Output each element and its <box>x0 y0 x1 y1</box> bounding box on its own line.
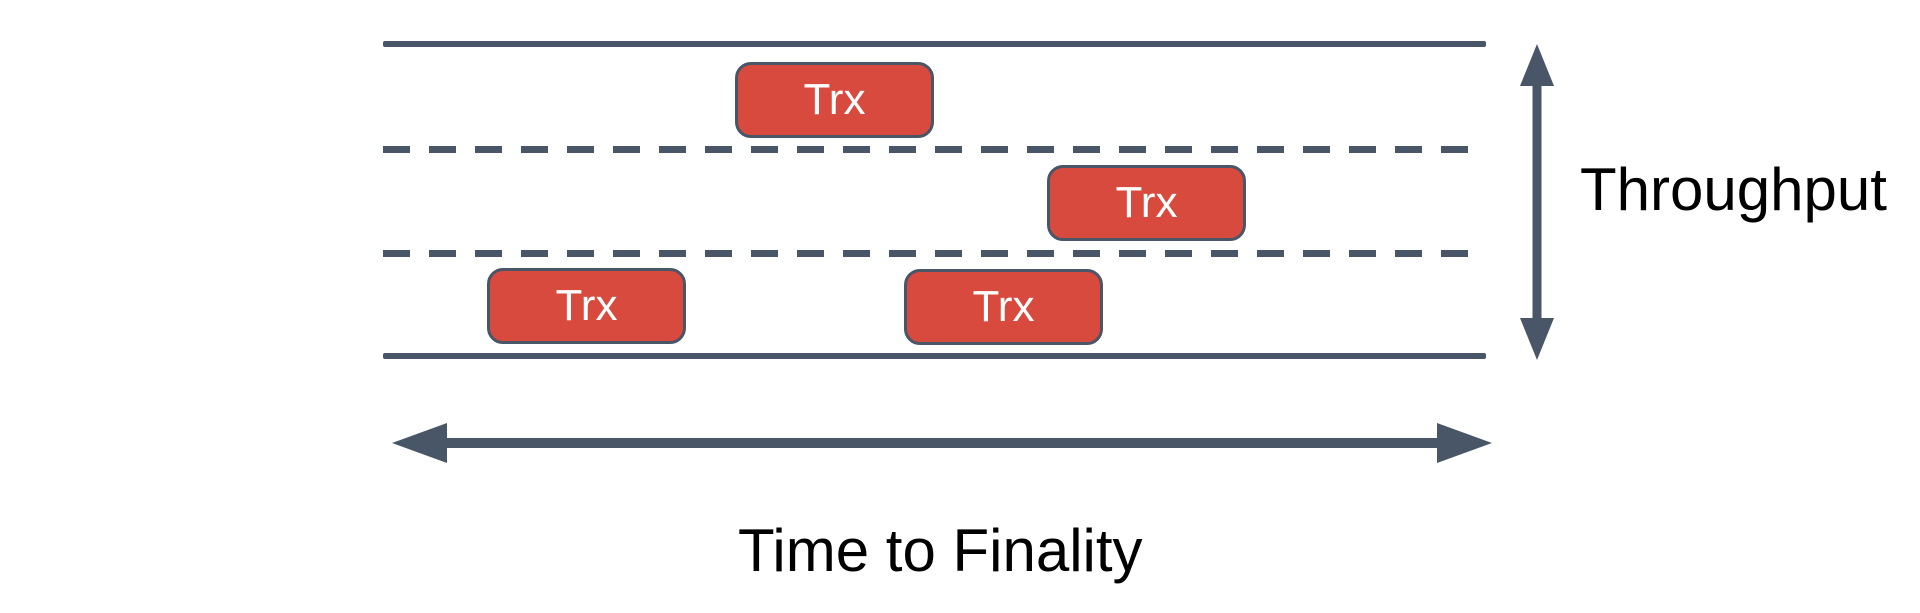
trx-box-middle-lane: Trx <box>1047 165 1246 241</box>
lane-divider-2 <box>383 250 1483 257</box>
trx-box-top-lane: Trx <box>735 62 934 138</box>
trx-box-bottom-lane-right: Trx <box>904 269 1103 345</box>
road-top-line <box>383 41 1486 47</box>
lane-divider-1 <box>383 146 1483 153</box>
road-bottom-line <box>383 353 1486 359</box>
trx-label: Trx <box>1115 178 1178 227</box>
throughput-axis-label: Throughput <box>1580 156 1887 223</box>
trx-label: Trx <box>555 281 618 330</box>
trx-label: Trx <box>803 75 866 124</box>
vertical-double-arrow-icon <box>1520 44 1554 360</box>
time-to-finality-axis-label: Time to Finality <box>738 517 1143 584</box>
horizontal-double-arrow-icon <box>392 423 1492 463</box>
trx-label: Trx <box>972 282 1035 331</box>
trx-box-bottom-lane-left: Trx <box>487 268 686 344</box>
